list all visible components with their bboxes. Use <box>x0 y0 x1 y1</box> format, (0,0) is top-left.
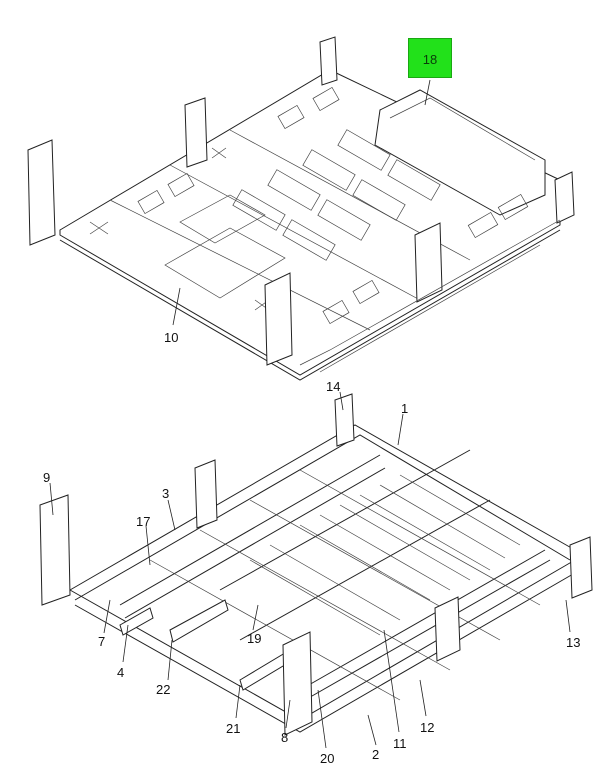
floor-frame-drawing <box>39 391 593 749</box>
callout-4[interactable]: 4 <box>117 665 125 680</box>
callout-8[interactable]: 8 <box>281 730 289 745</box>
callout-22[interactable]: 22 <box>156 682 171 697</box>
callout-1[interactable]: 1 <box>401 401 409 416</box>
callout-20[interactable]: 20 <box>320 751 335 766</box>
callout-14[interactable]: 14 <box>326 379 341 394</box>
callout-17[interactable]: 17 <box>136 514 151 529</box>
callout-11[interactable]: 11 <box>393 736 407 751</box>
callout-10[interactable]: 10 <box>164 330 179 345</box>
callout-9[interactable]: 9 <box>43 470 51 485</box>
callout-13[interactable]: 13 <box>566 635 581 650</box>
callout-7[interactable]: 7 <box>98 634 106 649</box>
callout-3[interactable]: 3 <box>162 486 170 501</box>
floor-panel-drawing <box>27 36 575 381</box>
callout-19[interactable]: 19 <box>247 631 262 646</box>
highlighted-callout-18-label: 18 <box>422 52 438 67</box>
highlighted-callout-18[interactable]: 18 <box>408 38 452 78</box>
callout-12[interactable]: 12 <box>420 720 435 735</box>
callout-2[interactable]: 2 <box>372 747 380 762</box>
callout-21[interactable]: 21 <box>226 721 241 736</box>
